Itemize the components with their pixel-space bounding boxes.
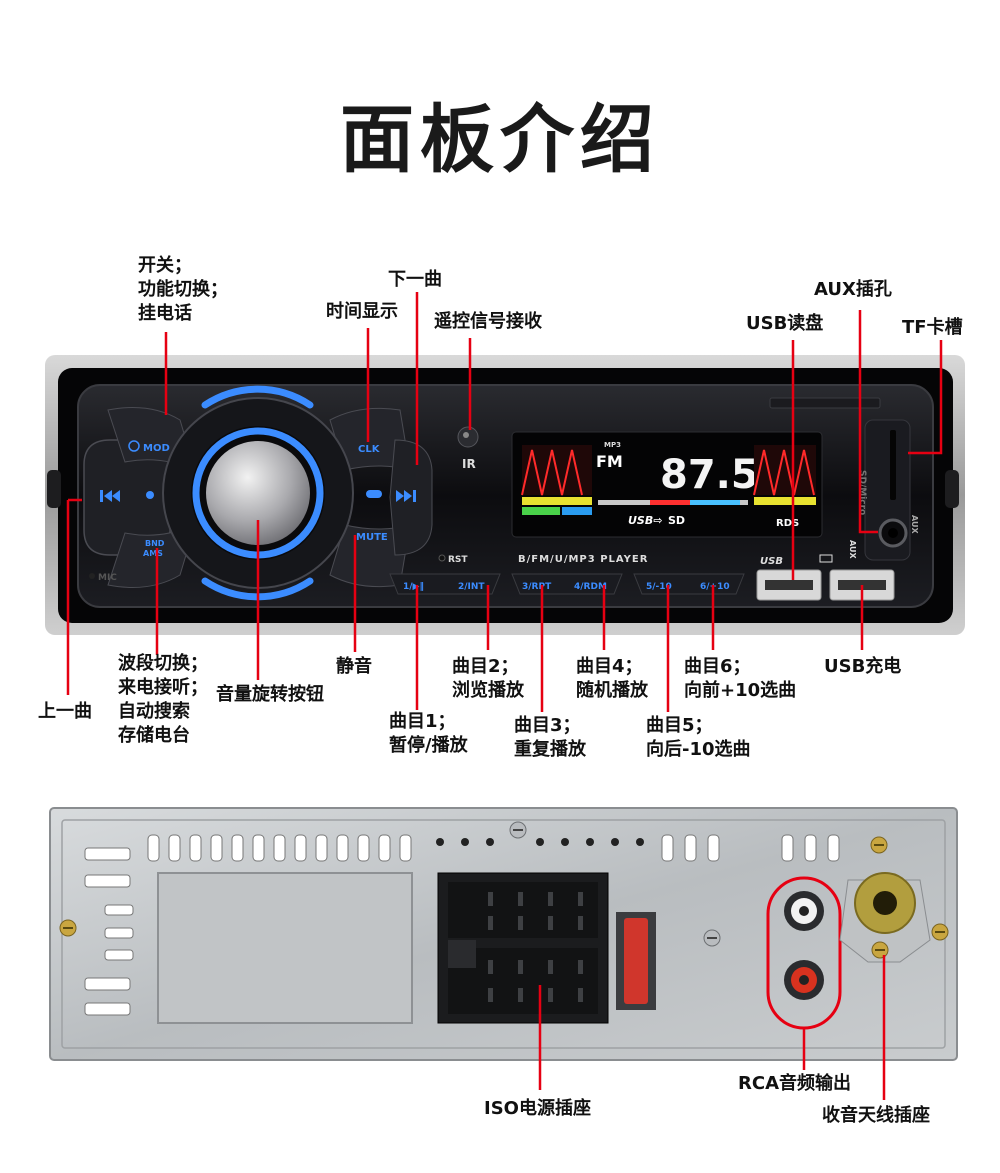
label-line: 暂停/播放 (389, 735, 468, 756)
clock-label: 时间显示 (326, 301, 398, 322)
screw-icon (509, 821, 527, 839)
label-line: 挂电话 (138, 303, 192, 324)
preset-4-button[interactable]: 4/RDM (574, 582, 607, 592)
preset-2-button[interactable]: 2/INT (458, 582, 485, 592)
prev-button[interactable] (100, 490, 120, 502)
ir-icon: IR (462, 457, 476, 471)
fuse (616, 912, 656, 1010)
mic-icon (89, 573, 95, 579)
aux-side-label: AUX (910, 515, 919, 534)
sd-indicator-icon: SD (668, 514, 685, 527)
clk-button[interactable]: CLK (358, 444, 381, 455)
iso-connector (437, 872, 609, 1024)
label-line: 功能切换； (138, 279, 228, 300)
rca-outputs (766, 876, 842, 1030)
aux-panel-label: AUX (848, 540, 857, 559)
callout-lines-rear (538, 955, 886, 1100)
track5-label: 曲目5； 向后-10选曲 (646, 714, 751, 762)
usb-charge-label: USB充电 (824, 656, 902, 677)
rst-label: RST (448, 555, 468, 565)
bnd-ams-button[interactable]: BND AMS (143, 539, 165, 558)
preset-6-button[interactable]: 6/+10 (700, 582, 730, 592)
track4-label: 曲目4； 随机播放 (576, 655, 648, 703)
bnd-label: BND (145, 539, 165, 548)
screw-icon (871, 941, 889, 959)
battery-icon (819, 554, 833, 563)
volume-knob[interactable] (191, 426, 325, 560)
tf-slot-label: TF卡槽 (902, 317, 963, 338)
power-mod-label: 开关； 功能切换； 挂电话 (138, 254, 228, 326)
label-line: 重复播放 (514, 739, 586, 760)
sd-slot-label: SD/Micro (857, 470, 867, 515)
tf-aux-area: SD/Micro AUX (857, 419, 919, 561)
label-line: 曲目3； (514, 715, 581, 736)
label-line: 向后-10选曲 (646, 739, 751, 760)
screw-icon (870, 836, 888, 854)
volume-label: 音量旋转按钮 (216, 684, 324, 705)
screw-icon (59, 919, 77, 937)
label-line: 曲目5； (646, 715, 713, 736)
preset-1-button[interactable]: 1/▶‖ (403, 582, 424, 592)
track3-label: 曲目3； 重复播放 (514, 714, 586, 762)
spectrum-left (521, 445, 592, 515)
label-line: 波段切换； (118, 653, 208, 674)
usb-panel-label: USB (760, 556, 783, 567)
tf-card-slot[interactable] (890, 430, 896, 500)
mic-label: MIC (98, 573, 117, 583)
usb-port-read[interactable] (756, 569, 822, 601)
label-line: 开关； (138, 255, 192, 276)
next-button[interactable] (396, 490, 416, 502)
track6-label: 曲目6； 向前+10选曲 (684, 655, 796, 703)
iso-label: ISO电源插座 (484, 1098, 591, 1119)
label-line: 自动搜索 (118, 701, 190, 722)
next-track-label: 下一曲 (388, 269, 442, 290)
track2-label: 曲目2； 浏览播放 (452, 655, 524, 703)
preset-buttons: 1/▶‖ 2/INT 3/RPT 4/RDM 5/-10 6/+10 (389, 573, 745, 595)
mute-button[interactable]: MUTE (356, 532, 388, 543)
rst-button[interactable] (438, 554, 446, 562)
top-slit (769, 397, 881, 409)
antenna-socket (839, 872, 931, 963)
callout-lines-bottom (66, 500, 864, 712)
ir-receiver (457, 426, 479, 448)
usb-read-label: USB读盘 (746, 313, 824, 334)
mp3-indicator: MP3 (604, 441, 621, 449)
label-line: 浏览播放 (452, 680, 524, 701)
label-line: 曲目6； (684, 656, 751, 677)
rca-label: RCA音频输出 (738, 1073, 852, 1094)
frequency-readout: 87.5 (660, 452, 759, 498)
rds-indicator: RDS (776, 518, 799, 529)
label-line: 向前+10选曲 (684, 680, 797, 701)
mod-button[interactable]: MOD (128, 440, 170, 454)
lcd-display: FM MP3 87.5 USB⇨ SD RDS (511, 431, 823, 538)
ir-label: 遥控信号接收 (434, 311, 542, 332)
label-line: 曲目1； (389, 711, 456, 732)
label-line: 存储电台 (118, 725, 190, 746)
screw-icon (931, 923, 949, 941)
preset-5-button[interactable]: 5/-10 (646, 582, 672, 592)
label-line: 随机播放 (576, 680, 648, 701)
screw-icon (703, 929, 721, 947)
page-title: 面板介绍 (340, 97, 660, 183)
band-label: 波段切换； 来电接听； 自动搜索 存储电台 (118, 652, 208, 748)
antenna-label: 收音天线插座 (822, 1105, 930, 1126)
usb-indicator-icon: USB⇨ (628, 514, 662, 527)
track1-label: 曲目1； 暂停/播放 (389, 710, 468, 758)
player-label: B/FM/U/MP3 PLAYER (518, 554, 648, 565)
preset-3-button[interactable]: 3/RPT (522, 582, 552, 592)
label-line: 曲目2； (452, 656, 519, 677)
indicator-dot (146, 491, 154, 499)
indicator-dot (366, 490, 382, 498)
label-line: 曲目4； (576, 656, 643, 677)
spectrum-right (753, 445, 816, 505)
prev-track-label: 上一曲 (38, 701, 92, 722)
label-line: 来电接听； (118, 677, 208, 698)
ams-label: AMS (143, 549, 163, 558)
aux-jack-label: AUX插孔 (814, 279, 892, 300)
mod-label: MOD (143, 443, 170, 454)
callout-lines-top (164, 292, 943, 580)
mute-label: 静音 (336, 656, 372, 677)
band-readout: FM (596, 452, 623, 471)
